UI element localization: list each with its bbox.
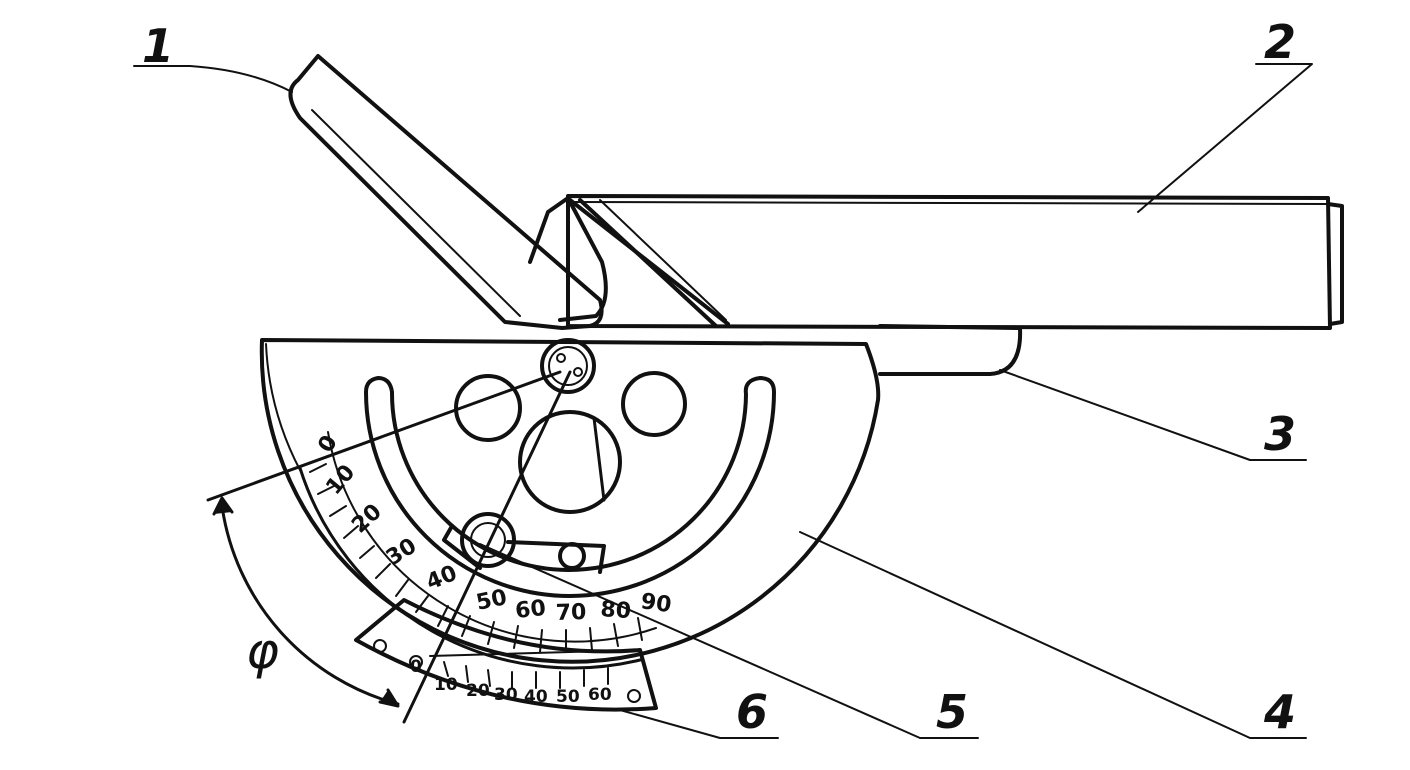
callout-1: 1 <box>142 19 174 73</box>
vernier-label-20: 20 <box>466 681 490 701</box>
blade-clamp <box>528 196 730 328</box>
main-scale-label-20: 20 <box>347 499 386 538</box>
pivot-screw <box>540 338 596 394</box>
main-scale-label-70: 70 <box>555 600 586 626</box>
callout-2: 2 <box>1264 15 1296 69</box>
callout-6: 6 <box>736 685 768 739</box>
bar-part-2 <box>566 194 1344 330</box>
holder-part-3 <box>878 324 1023 376</box>
hole-center <box>518 410 622 514</box>
hole-left <box>454 374 522 442</box>
curved-slot <box>364 376 776 598</box>
scale-sector-part-5 <box>298 431 657 670</box>
leader-lines <box>133 63 1313 739</box>
main-scale-label-80: 80 <box>600 597 632 624</box>
vernier-label-50: 50 <box>556 687 580 707</box>
vernier-label-30: 30 <box>494 685 518 705</box>
base-plate-part-4 <box>259 338 881 664</box>
hole-right <box>621 371 687 437</box>
main-scale-label-50: 50 <box>474 585 509 616</box>
callout-3: 3 <box>1264 407 1296 461</box>
angle-symbol: φ <box>246 622 279 680</box>
locking-screw <box>442 512 606 574</box>
main-scale-label-60: 60 <box>514 596 547 624</box>
main-scale-ticks <box>309 463 643 653</box>
blade-part-1 <box>288 54 604 330</box>
vernier-label-10: 10 <box>434 675 458 695</box>
vernier-label-60: 60 <box>588 685 612 705</box>
angle-arc <box>206 370 572 724</box>
vernier-label-40: 40 <box>524 687 548 707</box>
vernier-label-0: 0 <box>410 657 422 677</box>
vernier-part-6 <box>354 598 658 712</box>
main-scale-label-40: 40 <box>423 561 461 596</box>
main-scale-label-10: 10 <box>321 460 360 500</box>
callout-5: 5 <box>936 685 968 739</box>
callout-4: 4 <box>1263 685 1296 739</box>
main-scale-label-90: 90 <box>639 589 673 618</box>
